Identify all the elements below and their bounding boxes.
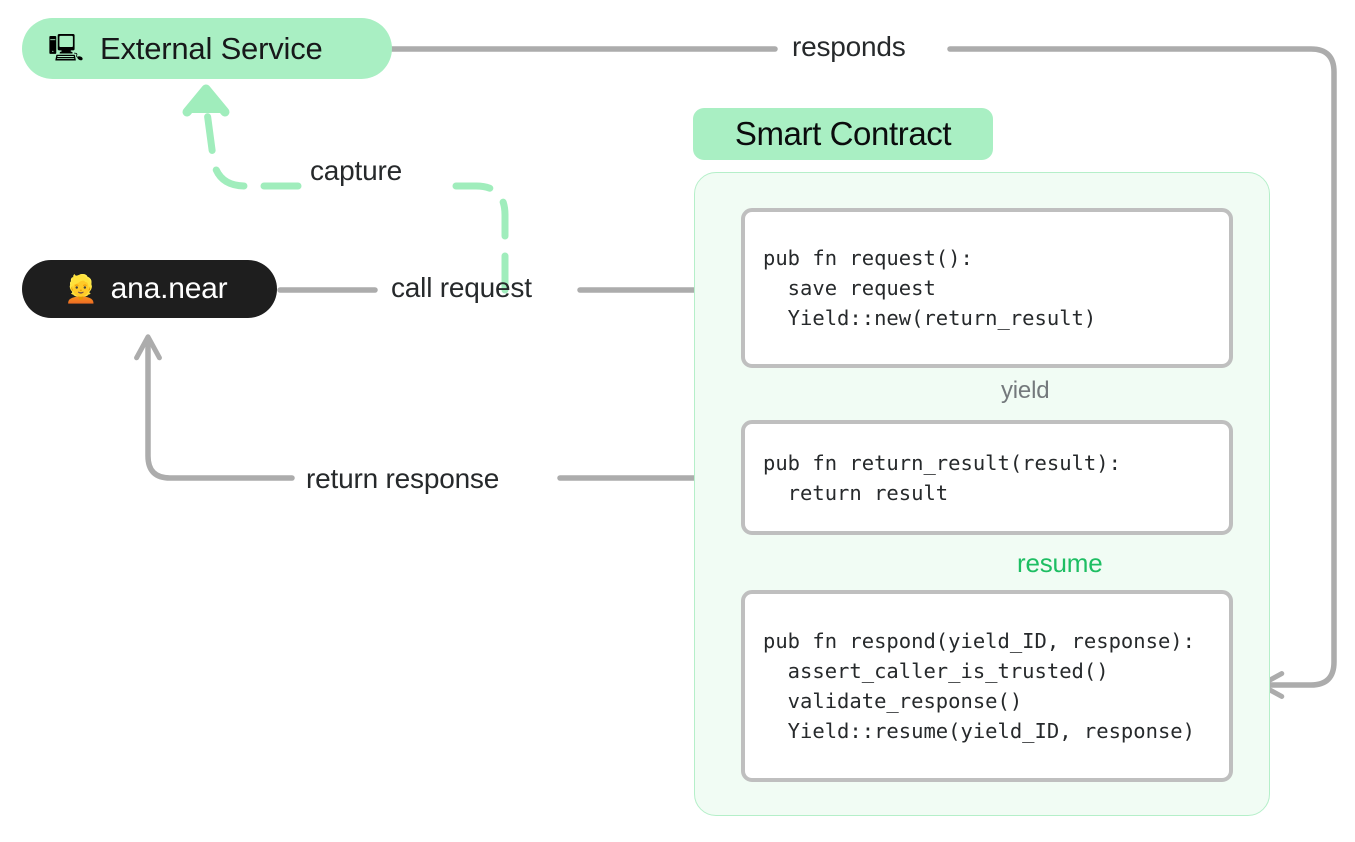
smart-contract-title-badge[interactable]: Smart Contract	[693, 108, 993, 160]
smart-contract-title-label: Smart Contract	[734, 115, 952, 152]
edge-label-return-response: return response	[306, 463, 500, 494]
code-text-request: pub fn request(): save request Yield::ne…	[763, 246, 1097, 330]
node-external-service-label: External Service	[100, 30, 323, 66]
edge-label-call-request: call request	[391, 272, 532, 303]
node-user-label: ana.near	[110, 272, 228, 305]
server-tower-icon: 🖳	[48, 33, 85, 64]
code-box-respond[interactable]: pub fn respond(yield_ID, response): asse…	[741, 590, 1233, 782]
node-external-service[interactable]: 🖳 External Service	[22, 18, 392, 79]
code-box-request[interactable]: pub fn request(): save request Yield::ne…	[741, 208, 1233, 368]
edge-label-capture: capture	[310, 155, 402, 186]
node-user-account[interactable]: 👱 ana.near	[22, 260, 277, 318]
edge-label-resume: resume	[1017, 548, 1103, 578]
code-box-return-result[interactable]: pub fn return_result(result): return res…	[741, 420, 1233, 535]
code-text-respond: pub fn respond(yield_ID, response): asse…	[763, 629, 1195, 743]
edge-return-response	[134, 334, 744, 481]
person-avatar-icon: 👱	[64, 273, 98, 305]
edge-label-responds: responds	[792, 31, 906, 62]
code-text-return-result: pub fn return_result(result): return res…	[763, 450, 1121, 505]
edge-label-yield: yield	[1001, 377, 1050, 404]
